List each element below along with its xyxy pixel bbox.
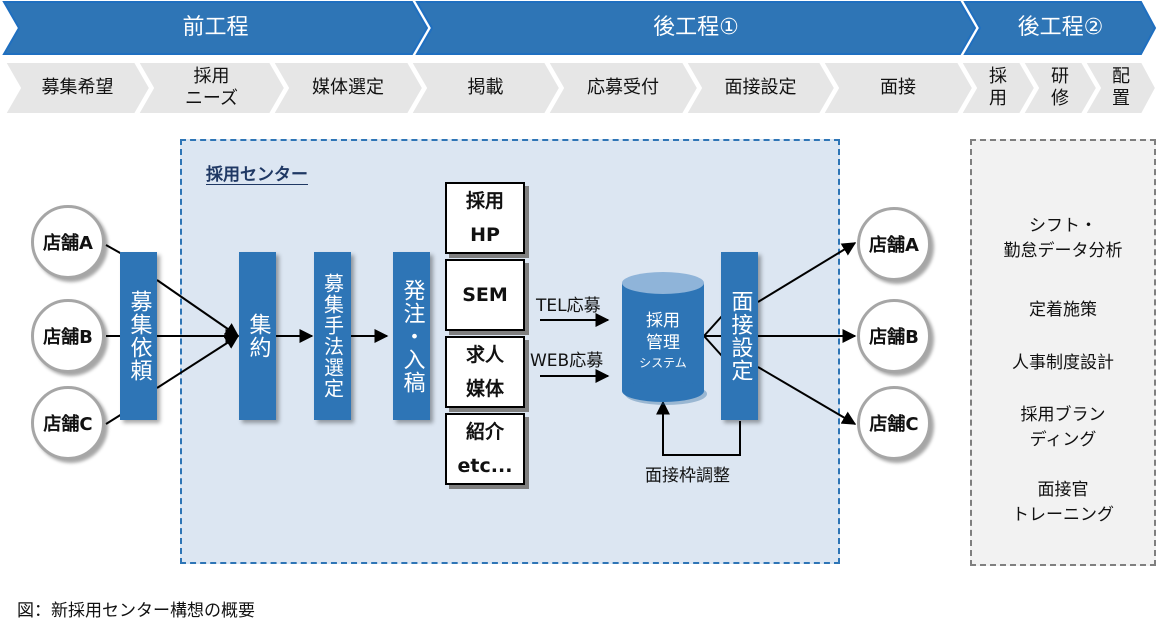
connector-line bbox=[105, 244, 123, 255]
method-selection-label: 募集手法選定 bbox=[320, 273, 345, 399]
media-box-job-media: 求人 媒体 bbox=[445, 336, 525, 408]
step-chevron-8 bbox=[959, 61, 1037, 115]
store-b-right: 店舗B bbox=[857, 299, 931, 373]
phase-chevron-pre bbox=[2, 0, 429, 55]
media-text: 紹介 bbox=[465, 421, 504, 443]
phase-label-pre: 前工程 bbox=[182, 15, 249, 40]
interview-slot-adjustment-label: 面接枠調整 bbox=[645, 466, 730, 486]
step-chevron-5 bbox=[546, 61, 700, 115]
recruitment-request-block: 募集依頼 bbox=[120, 252, 157, 420]
recruitment-center-title: 採用センター bbox=[206, 165, 308, 185]
arrow-interview-to-system bbox=[703, 315, 723, 337]
store-c-right: 店舗C bbox=[857, 386, 931, 460]
side-item: シフト・ 勤怠データ分析 bbox=[1003, 216, 1123, 261]
media-box-referral: 紹介 etc... bbox=[445, 413, 525, 485]
web-application-label: WEB応募 bbox=[530, 351, 604, 371]
step-chevron-3 bbox=[271, 61, 425, 115]
step-label: 採用 ニーズ bbox=[184, 66, 239, 109]
arrow-to-store-a bbox=[757, 242, 857, 303]
system-text: 採用 bbox=[646, 311, 680, 331]
recruitment-system-label: 採用 管理 システム bbox=[623, 310, 703, 372]
recruitment-request-label: 募集依頼 bbox=[126, 290, 152, 382]
media-text: 媒体 bbox=[465, 378, 504, 400]
store-c-left: 店舗C bbox=[31, 386, 105, 460]
step-chevron-10 bbox=[1083, 61, 1157, 115]
side-item: 採用ブラン ディング bbox=[1020, 405, 1106, 450]
store-a-left: 店舗A bbox=[31, 205, 105, 279]
connector-line bbox=[105, 413, 123, 425]
phase-chevron-post2 bbox=[963, 1, 1157, 55]
database-icon bbox=[622, 272, 707, 405]
order-submission-block: 発注・入稿 bbox=[393, 252, 430, 420]
arrow-request-to-aggregate bbox=[156, 279, 240, 337]
step-label: 面接設定 bbox=[724, 77, 797, 98]
arrow-to-store-c bbox=[757, 366, 857, 425]
tel-application-label: TEL応募 bbox=[536, 296, 601, 316]
system-text: システム bbox=[639, 356, 687, 370]
arrow-request-to-aggregate bbox=[156, 335, 240, 389]
aggregate-label: 集約 bbox=[245, 313, 271, 359]
method-selection-block: 募集手法選定 bbox=[314, 252, 351, 420]
side-item: 定着施策 bbox=[1029, 300, 1097, 320]
step-label: 募集希望 bbox=[41, 77, 114, 98]
interview-setting-label: 面接設定 bbox=[727, 290, 753, 382]
figure-caption: 図：新採用センター構想の概要 bbox=[17, 601, 255, 621]
step-chevron-6 bbox=[684, 61, 837, 115]
store-a-right: 店舗A bbox=[857, 207, 931, 281]
step-chevron-9 bbox=[1021, 61, 1099, 115]
media-text: etc... bbox=[457, 455, 513, 477]
step-label: 研 修 bbox=[1051, 66, 1069, 109]
phase-chevron-post1 bbox=[415, 0, 977, 55]
step-label: 媒体選定 bbox=[312, 77, 384, 98]
step-label: 配 置 bbox=[1112, 66, 1130, 109]
media-text: HP bbox=[470, 224, 500, 246]
step-chevron-4 bbox=[409, 61, 562, 115]
media-box-sem: SEM bbox=[445, 259, 525, 331]
step-chevron-7 bbox=[821, 61, 975, 115]
order-submission-label: 発注・入稿 bbox=[399, 278, 425, 394]
media-text: 採用 bbox=[465, 190, 504, 212]
step-label: 採 用 bbox=[989, 66, 1007, 109]
step-label: 掲載 bbox=[467, 77, 504, 98]
media-box-recruitment-hp: 採用 HP bbox=[445, 182, 525, 254]
media-text: SEM bbox=[462, 284, 508, 306]
side-item: 面接官 トレーニング bbox=[1012, 480, 1114, 525]
step-label: 応募受付 bbox=[587, 77, 659, 98]
post-process-area bbox=[970, 139, 1156, 566]
step-label: 面接 bbox=[880, 77, 916, 98]
store-b-left: 店舗B bbox=[31, 299, 105, 373]
step-chevron-1 bbox=[3, 61, 152, 115]
arrow-interview-to-system bbox=[703, 335, 723, 357]
phase-label-post2: 後工程② bbox=[1017, 15, 1104, 40]
media-text: 求人 bbox=[465, 344, 504, 366]
process-header bbox=[2, 0, 1157, 115]
arrow-feedback-loop bbox=[656, 400, 741, 456]
side-item: 人事制度設計 bbox=[1012, 353, 1114, 373]
aggregate-block: 集約 bbox=[239, 252, 276, 420]
system-text: 管理 bbox=[646, 333, 680, 353]
step-chevron-2 bbox=[136, 61, 287, 115]
interview-setting-block: 面接設定 bbox=[721, 252, 758, 420]
phase-label-post1: 後工程① bbox=[653, 15, 739, 40]
